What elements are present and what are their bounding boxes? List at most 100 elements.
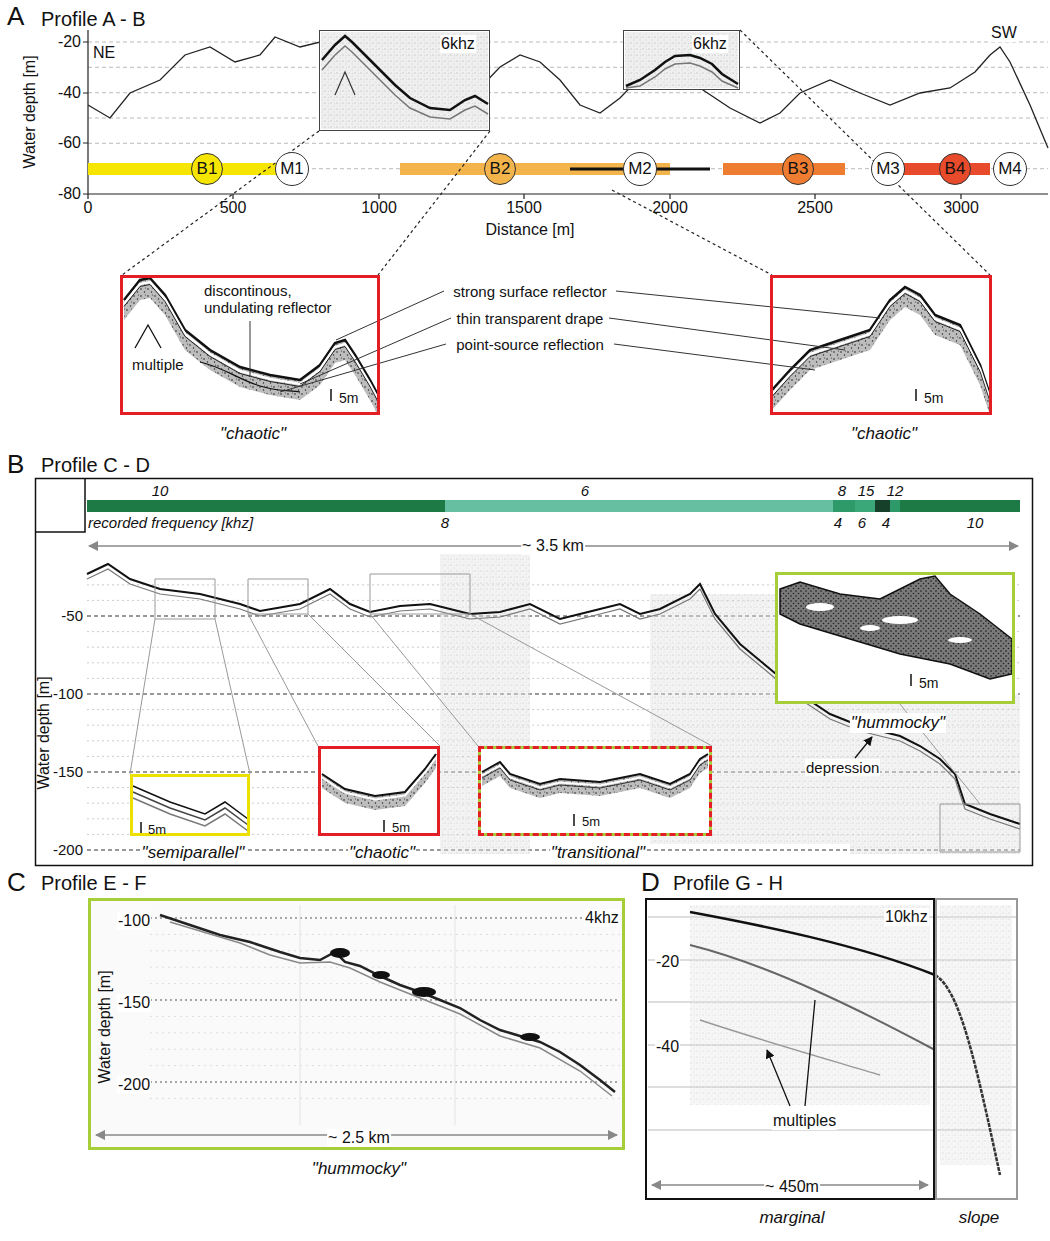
- seismic-reflector: [626, 63, 738, 88]
- hummocky-voids: [806, 603, 972, 643]
- station-circle: B4: [939, 153, 971, 185]
- panel-frame: [36, 479, 1033, 866]
- annotation: thin transparent drape: [456, 310, 605, 327]
- axis-tick: 1000: [360, 199, 398, 217]
- node-text: "hummocky": [311, 1159, 407, 1179]
- transparent-drape: [124, 282, 378, 399]
- node-text: "hummocky": [850, 713, 946, 733]
- seismic-noise: [625, 32, 738, 88]
- node-text: "chaotic": [850, 424, 918, 444]
- node-text: 4khz: [584, 909, 620, 927]
- axis-title: Distance [m]: [485, 221, 576, 239]
- axis-tick: -60: [57, 134, 82, 152]
- station-code: B1: [196, 159, 219, 179]
- frequency-band: [890, 500, 900, 512]
- transitional-frame: [480, 748, 711, 835]
- inset-ground: [319, 30, 490, 131]
- echogram-panel: 10khz-20-40multiples~ 450mmarginal: [645, 898, 935, 1200]
- node-text: ~ 2.5 km: [327, 1129, 391, 1147]
- axis-tick: -200: [52, 841, 84, 858]
- slope-reflector: [935, 975, 1000, 1175]
- station-code: B2: [489, 159, 512, 179]
- scale-bar: [383, 820, 385, 832]
- panel-letter: A: [6, 2, 25, 32]
- station-circle: B3: [782, 153, 814, 185]
- node-text: -150: [117, 994, 151, 1012]
- source-frames: [155, 574, 1020, 852]
- feature-label: depression: [805, 759, 880, 776]
- annotation: strong surface reflector: [452, 283, 607, 300]
- node-text: 5m: [923, 390, 944, 406]
- station-circle: M4: [993, 152, 1027, 186]
- node-text: ~ 450m: [764, 1178, 820, 1196]
- direction-label: SW: [990, 24, 1018, 42]
- panel-letter: C: [6, 868, 27, 898]
- frequency-band: [875, 500, 890, 512]
- scale-bar: [910, 674, 912, 686]
- direction-label: NE: [92, 44, 116, 62]
- multiples-arrows: [767, 1000, 815, 1106]
- multiple-reflector: [690, 945, 935, 1050]
- profile-title: Profile E - F: [40, 872, 148, 895]
- station-code: B4: [944, 159, 967, 179]
- bathymetry-profile: [88, 37, 1048, 148]
- drape-base: [772, 294, 990, 402]
- scale-bar: [140, 822, 142, 834]
- inset-ground: [770, 275, 992, 415]
- node-text: -20: [655, 953, 680, 971]
- axes: [83, 30, 1048, 199]
- facies-inset: 5m"semiparallel": [130, 774, 250, 836]
- frequency-value: 4: [833, 514, 843, 531]
- facies-inset: 5m"hummocky": [775, 572, 1015, 704]
- frequency-band: [855, 500, 875, 512]
- profile-title: Profile A - B: [40, 8, 147, 31]
- inset-ground: [775, 572, 1015, 704]
- parallel-reflector: [133, 792, 248, 825]
- facies-inset: 5m"chaotic": [318, 746, 440, 836]
- axis-title: Water depth [m]: [21, 54, 39, 169]
- transparent-drape: [322, 758, 436, 800]
- frequency-value: 12: [886, 482, 905, 499]
- node-text: marginal: [758, 1208, 825, 1228]
- trace-marks: [300, 905, 455, 1125]
- echogram-inset: 6khz: [623, 30, 740, 90]
- station-circle: M2: [623, 152, 657, 186]
- node-text: slope: [958, 1208, 1001, 1228]
- node-text: -200: [117, 1076, 151, 1094]
- seismic-reflector: [322, 46, 488, 119]
- frequency-value: 10: [966, 514, 985, 531]
- surface-reflector: [772, 287, 990, 395]
- station-circle: M1: [275, 152, 309, 186]
- frequency-value: 6: [580, 482, 590, 499]
- echogram-inset: 6khz: [319, 30, 490, 131]
- chaotic-sketch: [772, 287, 990, 414]
- node-text: -40: [655, 1038, 680, 1056]
- node-text: "transitional": [550, 843, 646, 863]
- node-text: Water depth [m]: [96, 969, 114, 1084]
- frequency-value: 8: [837, 482, 847, 499]
- distance-label: ~ 3.5 km: [521, 537, 585, 555]
- scale-bar: [573, 814, 575, 826]
- zoom-lines: [122, 30, 990, 275]
- facies-inset: 5m"transitional": [478, 746, 712, 836]
- node-text: 5m: [338, 390, 359, 406]
- annotation: point-source reflection: [455, 336, 605, 353]
- chaotic-sketch: [322, 754, 436, 810]
- seismic-noise: [321, 32, 488, 129]
- frequency-value: 10: [151, 482, 170, 499]
- node-text: 10khz: [884, 908, 929, 926]
- node-text: multiple: [131, 356, 185, 373]
- chaotic-sketch: [124, 278, 378, 414]
- sediment-body: [772, 287, 990, 414]
- seafloor-echo: [160, 915, 615, 1092]
- node-text: 5m: [918, 675, 939, 691]
- depth-grid: [88, 42, 1048, 169]
- station-code: B3: [787, 159, 810, 179]
- corner-box: [35, 478, 85, 532]
- seismic-multiple: [335, 72, 355, 95]
- node-text: "semiparallel": [141, 843, 246, 863]
- frequency-value: 6: [857, 514, 867, 531]
